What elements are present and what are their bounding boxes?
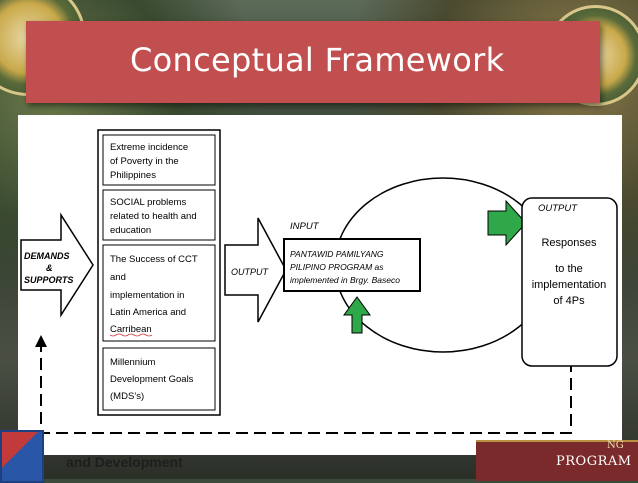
conceptual-framework-diagram: DEMANDS & SUPPORTS Extreme incidence of … bbox=[20, 129, 618, 434]
ampersand-label: & bbox=[46, 263, 53, 273]
program-line-3: implemented in Brgy. Baseco bbox=[290, 275, 400, 285]
footer-left-text: and Development bbox=[66, 454, 183, 470]
slide-title: Conceptual Framework bbox=[130, 41, 505, 79]
title-bar: Conceptual Framework bbox=[26, 21, 600, 103]
factor-box-3 bbox=[102, 244, 216, 342]
output-line-4: of 4Ps bbox=[553, 295, 585, 307]
supports-label: SUPPORTS bbox=[24, 275, 73, 285]
institution-logo bbox=[0, 430, 44, 483]
factor-2-line-1: SOCIAL problems bbox=[110, 197, 186, 208]
output-line-1: Responses bbox=[541, 237, 597, 249]
factor-box-2 bbox=[102, 189, 216, 241]
factor-3-line-3: implementation in bbox=[110, 290, 184, 301]
input-label: INPUT bbox=[290, 221, 320, 232]
spellcheck-underline bbox=[109, 333, 153, 337]
factor-4-line-3: (MDS’s) bbox=[110, 391, 144, 402]
footer-right-text: PROGRAM bbox=[556, 454, 632, 469]
factor-box-1 bbox=[102, 134, 216, 186]
factor-1-line-1: Extreme incidence bbox=[110, 142, 188, 153]
factor-4-line-1: Millennium bbox=[110, 357, 155, 368]
demands-supports-arrow bbox=[20, 212, 94, 318]
factor-3-line-5: Carribean bbox=[110, 324, 152, 335]
output-line-2: to the bbox=[555, 263, 583, 275]
program-box bbox=[283, 238, 421, 292]
output-arrow bbox=[224, 217, 287, 323]
program-line-2: PILIPINO PROGRAM as bbox=[290, 262, 384, 272]
program-line-1: PANTAWID PAMILYANG bbox=[290, 249, 384, 259]
green-right-arrow bbox=[487, 199, 527, 247]
factor-2-line-2: related to health and bbox=[110, 211, 197, 222]
factor-4-line-2: Development Goals bbox=[110, 374, 194, 385]
feedback-loop-dashed-line bbox=[40, 345, 572, 434]
output-box-title: OUTPUT bbox=[538, 203, 578, 214]
factor-3-line-2: and bbox=[110, 272, 126, 283]
output-box bbox=[521, 197, 618, 367]
factor-box-4 bbox=[102, 347, 216, 411]
footer-right-banner bbox=[476, 440, 638, 481]
factor-2-line-3: education bbox=[110, 225, 151, 236]
demands-label: DEMANDS bbox=[24, 251, 70, 261]
diagram-panel: DEMANDS & SUPPORTS Extreme incidence of … bbox=[18, 115, 622, 455]
green-up-arrow bbox=[343, 296, 371, 334]
output-arrow-label: OUTPUT bbox=[231, 267, 270, 277]
feedback-arrowhead bbox=[35, 335, 47, 347]
factor-1-line-3: Philippines bbox=[110, 170, 156, 181]
factor-1-line-2: of Poverty in the bbox=[110, 156, 179, 167]
footer-right-small-text: NG bbox=[607, 440, 624, 451]
output-line-3: implementation bbox=[532, 279, 607, 291]
factor-3-line-1: The Success of CCT bbox=[110, 254, 198, 265]
factor-3-line-4: Latin America and bbox=[110, 307, 186, 318]
